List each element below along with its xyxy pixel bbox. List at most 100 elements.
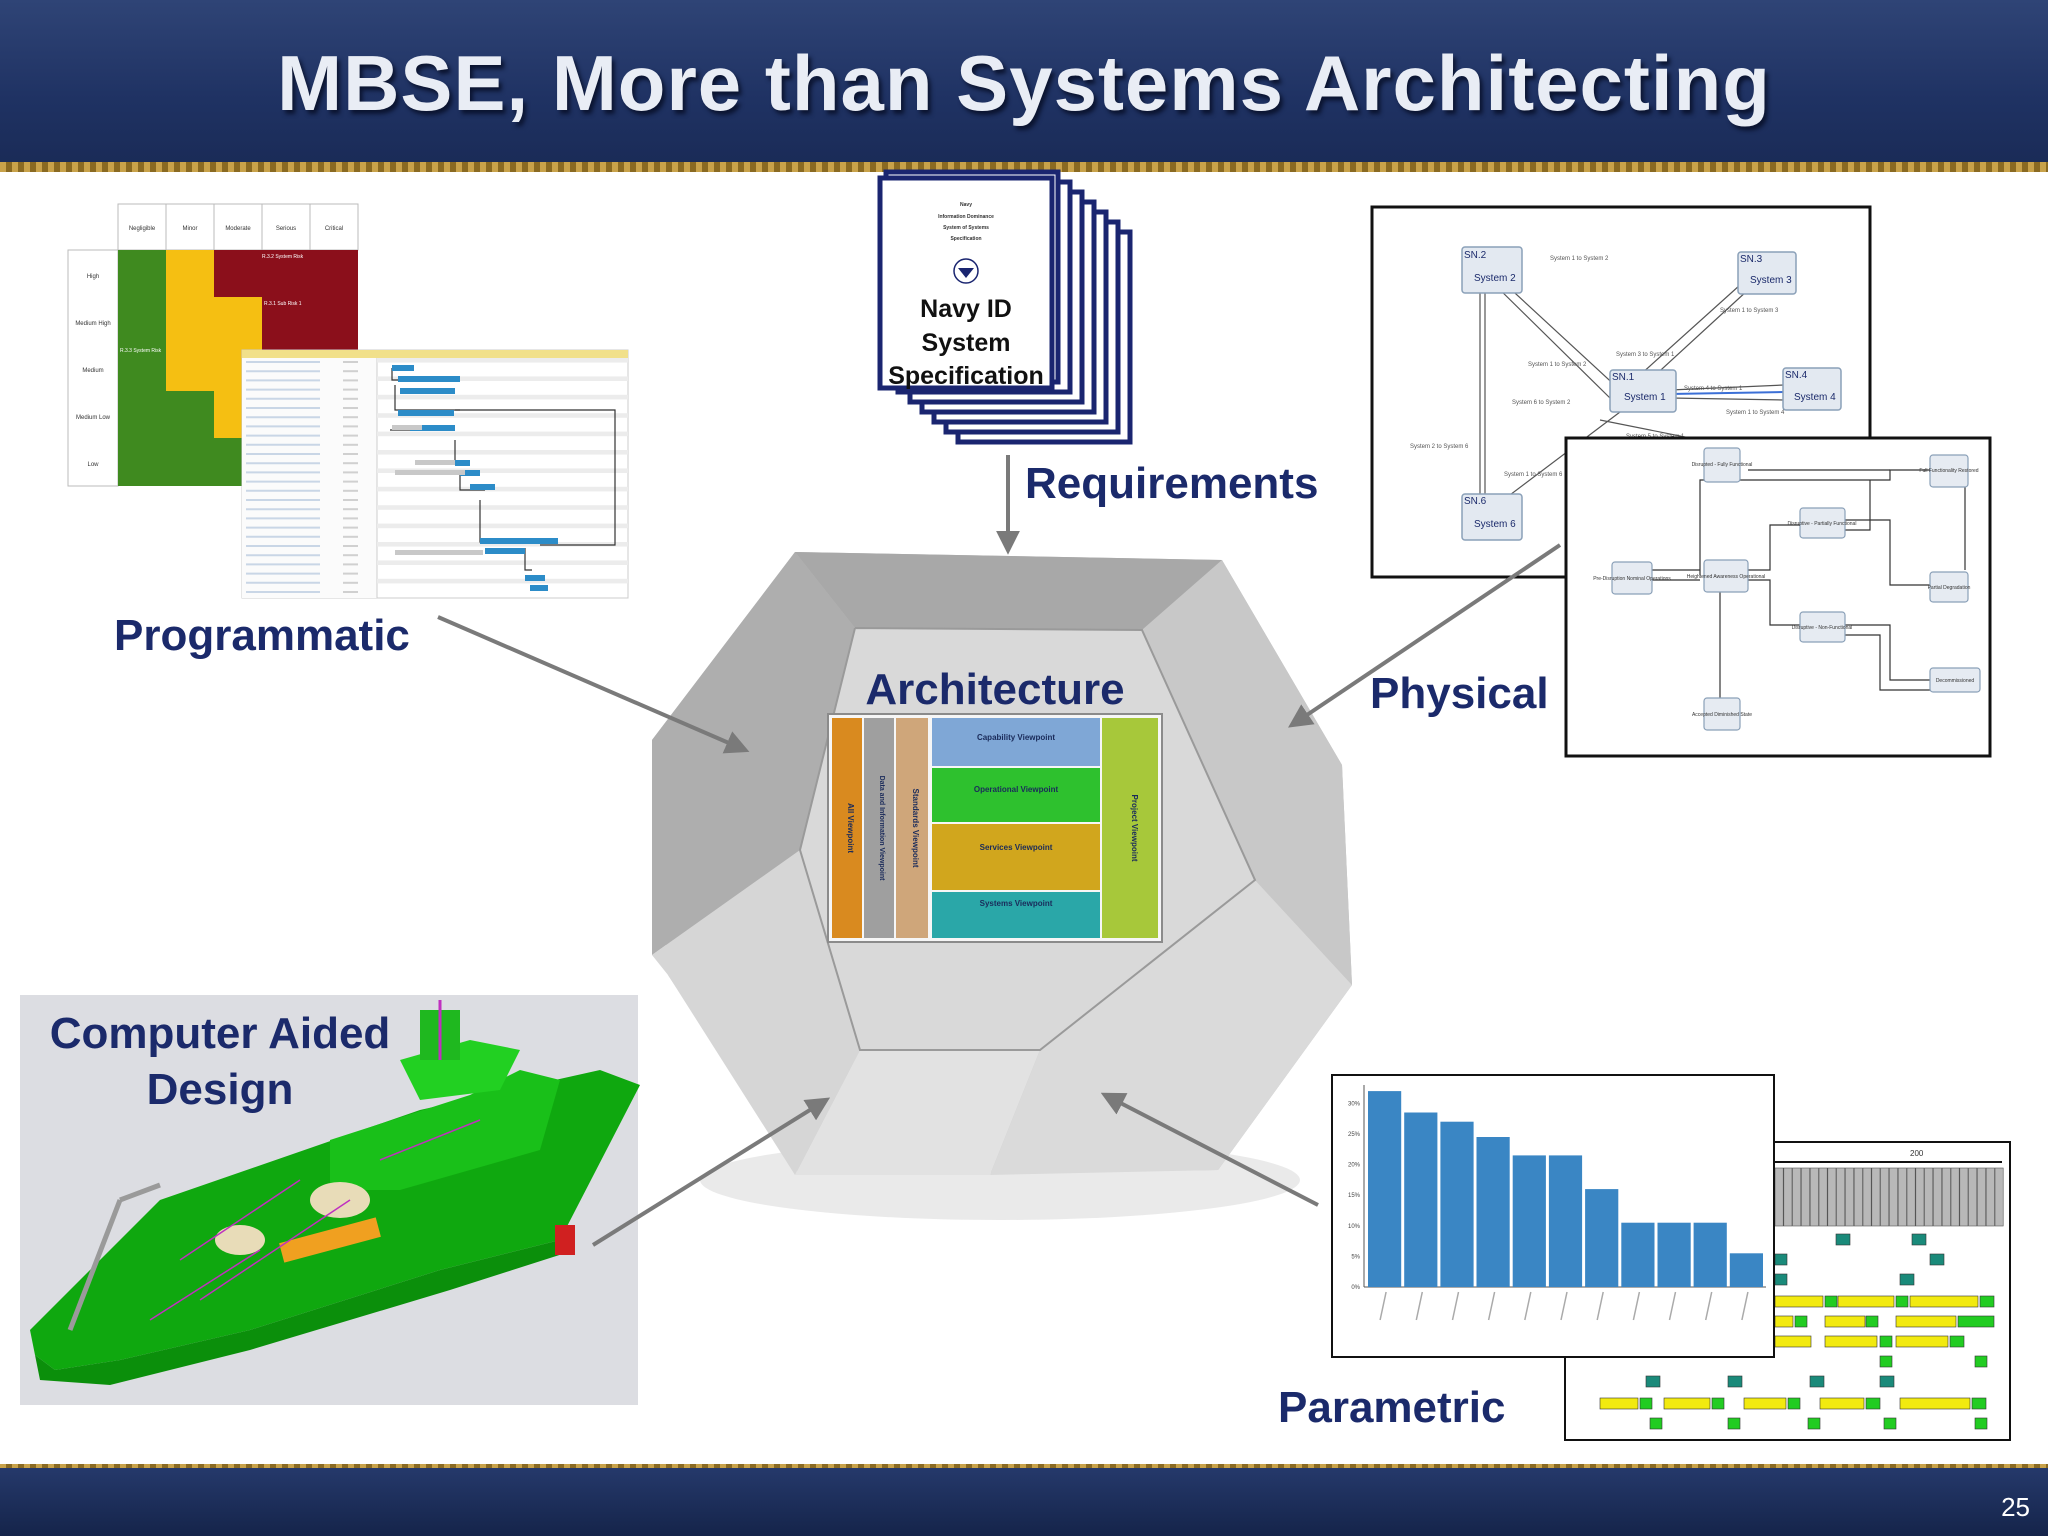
schedule-task bbox=[1794, 1315, 1808, 1328]
schedule-column bbox=[1836, 1167, 1846, 1227]
schedule-task bbox=[1599, 1397, 1639, 1410]
all-viewpoint-title: All Viewpoint bbox=[846, 803, 855, 853]
gantt-row bbox=[377, 523, 628, 529]
cad-label-line2: Design bbox=[147, 1065, 294, 1114]
slide-title: MBSE, More than Systems Architecting bbox=[277, 39, 1771, 127]
risk-row-label: Low bbox=[87, 462, 99, 468]
schedule-task bbox=[1774, 1253, 1788, 1266]
schedule-task bbox=[1663, 1397, 1711, 1410]
schedule-task bbox=[1639, 1397, 1653, 1410]
network-edge-label: System 6 to System 2 bbox=[1512, 400, 1571, 406]
data-viewpoint-column bbox=[864, 718, 894, 938]
spec-title-line: Specification bbox=[888, 362, 1044, 390]
schedule-task bbox=[1895, 1335, 1949, 1348]
schedule-column bbox=[1915, 1167, 1925, 1227]
title-banner-stripe bbox=[0, 162, 2048, 172]
gantt-chart bbox=[241, 349, 629, 599]
schedule-column bbox=[1862, 1167, 1872, 1227]
schedule-task bbox=[1774, 1295, 1824, 1308]
network-node-id: SN.2 bbox=[1464, 250, 1487, 261]
footer-banner bbox=[0, 1468, 2048, 1536]
schedule-task bbox=[1979, 1295, 1995, 1308]
schedule-task bbox=[1711, 1397, 1725, 1410]
schedule-column bbox=[1906, 1167, 1916, 1227]
schedule-column bbox=[1845, 1167, 1854, 1227]
network-edge-label: System 2 to System 6 bbox=[1410, 444, 1469, 450]
systems-viewpoint-title: Systems Viewpoint bbox=[980, 899, 1053, 908]
schedule-column bbox=[1853, 1167, 1863, 1227]
gantt-row bbox=[377, 450, 628, 455]
schedule-column bbox=[1968, 1167, 1978, 1227]
bar-6 bbox=[1585, 1189, 1619, 1287]
network-node-label: System 6 bbox=[1474, 519, 1516, 530]
physical-arrow bbox=[1288, 543, 1562, 728]
x-tick-label bbox=[1524, 1291, 1532, 1321]
parametric-label: Parametric bbox=[1278, 1383, 1505, 1432]
schedule-column bbox=[1897, 1167, 1907, 1227]
risk-row-label: High bbox=[87, 274, 99, 280]
page-number: 25 bbox=[2001, 1492, 2030, 1522]
y-tick-label: 25% bbox=[1348, 1132, 1361, 1138]
schedule-task bbox=[1743, 1397, 1787, 1410]
schedule-column bbox=[1994, 1167, 2004, 1227]
schedule-task bbox=[1879, 1355, 1893, 1368]
schedule-task bbox=[1883, 1417, 1897, 1430]
network-node-label: System 3 bbox=[1750, 275, 1792, 286]
spec-header-line: Specification bbox=[950, 236, 981, 242]
parametric-arrow bbox=[1100, 1092, 1319, 1207]
schedule-task bbox=[1649, 1417, 1663, 1430]
schedule-task bbox=[1774, 1335, 1812, 1348]
state-label: Pre-Disruption Nominal Operations bbox=[1593, 576, 1671, 582]
capability-viewpoint-box bbox=[932, 718, 1100, 766]
spec-document-stack: Navy Information Dominance System of Sys… bbox=[877, 169, 1133, 445]
gantt-row bbox=[377, 376, 628, 381]
schedule-task bbox=[1774, 1315, 1794, 1328]
schedule-column bbox=[1933, 1167, 1942, 1227]
bar-8 bbox=[1657, 1222, 1691, 1287]
risk-col-label: Critical bbox=[325, 226, 343, 232]
spec-header-line: Information Dominance bbox=[938, 214, 994, 220]
risk-cell-label: R.3.3 System Risk bbox=[120, 348, 162, 354]
x-tick-label bbox=[1632, 1291, 1641, 1321]
schedule-task bbox=[1957, 1315, 1995, 1328]
schedule-column bbox=[1880, 1167, 1890, 1227]
network-edge-label: System 1 to System 6 bbox=[1504, 472, 1563, 478]
schedule-task bbox=[1879, 1375, 1895, 1388]
schedule-column bbox=[1871, 1167, 1881, 1227]
schedule-task bbox=[1899, 1397, 1971, 1410]
bar-0 bbox=[1368, 1091, 1402, 1287]
risk-row-label: Medium Low bbox=[76, 415, 111, 421]
schedule-task bbox=[1899, 1273, 1915, 1286]
schedule-task bbox=[1835, 1233, 1851, 1246]
schedule-axis-label: 200 bbox=[1910, 1149, 1924, 1158]
programmatic-label: Programmatic bbox=[114, 611, 410, 660]
network-edge-label: System 1 to System 3 bbox=[1720, 308, 1779, 314]
state-label: Accepted Diminished State bbox=[1692, 712, 1752, 718]
schedule-column bbox=[1827, 1167, 1837, 1227]
network-node-label: System 2 bbox=[1474, 273, 1516, 284]
schedule-task bbox=[1911, 1233, 1927, 1246]
x-tick-label bbox=[1487, 1291, 1496, 1321]
schedule-task bbox=[1645, 1375, 1661, 1388]
y-tick-label: 30% bbox=[1348, 1101, 1361, 1107]
all-viewpoint-column bbox=[832, 718, 862, 938]
title-banner bbox=[0, 0, 2048, 165]
spec-title-line: System bbox=[922, 329, 1011, 357]
schedule-column bbox=[1783, 1167, 1793, 1227]
schedule-column bbox=[1809, 1167, 1819, 1227]
risk-col-label: Negligible bbox=[129, 226, 156, 232]
connector-arrows bbox=[437, 455, 1562, 1247]
state-diagram: Disrupted - Fully Functional Full Functi… bbox=[1564, 436, 1992, 758]
gantt-row bbox=[377, 413, 628, 418]
schedule-task bbox=[1895, 1315, 1957, 1328]
systems-viewpoint-box bbox=[932, 892, 1100, 938]
operational-viewpoint-box bbox=[932, 768, 1100, 822]
schedule-task bbox=[1727, 1375, 1743, 1388]
gantt-row bbox=[377, 578, 628, 584]
schedule-column bbox=[1774, 1167, 1784, 1227]
schedule-task bbox=[1824, 1315, 1866, 1328]
gantt-row bbox=[377, 431, 628, 437]
gantt-row bbox=[377, 358, 628, 363]
schedule-task bbox=[1819, 1397, 1865, 1410]
